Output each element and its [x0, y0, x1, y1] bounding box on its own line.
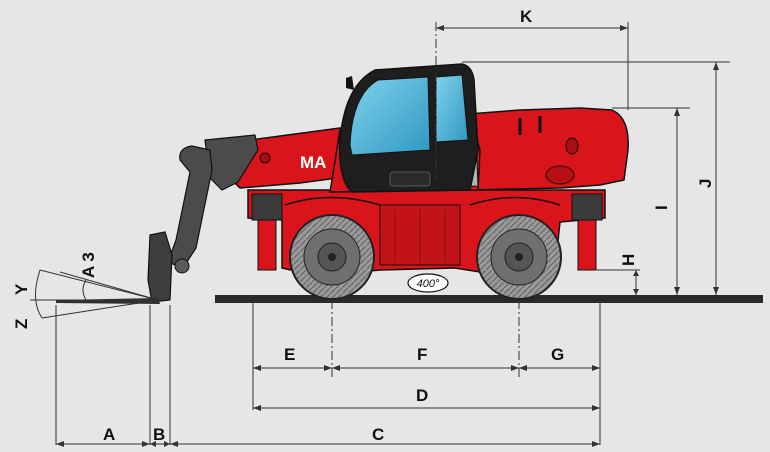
cab-window-side: [435, 74, 469, 143]
dimension-Z: Z: [12, 319, 31, 329]
dimension-G: G: [551, 345, 564, 364]
dimension-H: H: [619, 254, 638, 266]
logo-text: MA: [300, 153, 326, 172]
forks: [56, 298, 160, 304]
rear-stabiliser: [577, 217, 597, 271]
dimension-F: F: [417, 345, 427, 364]
rotation-label: 400°: [417, 278, 440, 290]
dimension-A: A: [103, 425, 115, 444]
rear-wheel: [476, 214, 562, 300]
fork-angle-marks: [30, 269, 159, 319]
dimension-K: K: [520, 7, 533, 26]
dimension-D: D: [416, 386, 428, 405]
dimension-B: B: [153, 425, 165, 444]
rear-body: [454, 107, 629, 191]
dimension-A3: A 3: [79, 252, 98, 278]
dimension-C: C: [372, 425, 384, 444]
front-stabiliser: [257, 217, 277, 271]
front-wheel: [289, 214, 375, 300]
dimension-I: I: [652, 205, 671, 210]
dimension-J: J: [696, 179, 715, 188]
dimension-E: E: [284, 345, 295, 364]
rotation-badge: 400°: [407, 273, 449, 293]
ground-line: [215, 295, 763, 303]
telehandler: MA 1840: [56, 63, 629, 304]
fork-arm: [167, 145, 213, 269]
cab-window-front: [349, 76, 431, 156]
dimension-Y: Y: [12, 283, 31, 295]
fork-carriage: [147, 231, 173, 303]
